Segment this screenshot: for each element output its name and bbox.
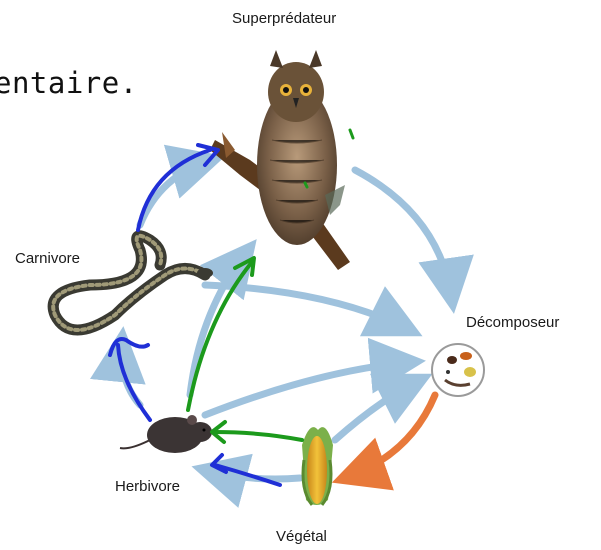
green-arrow-corn-to-mouse (214, 432, 302, 440)
arrow-decomposer-to-plant (345, 395, 435, 478)
arrow-corn-to-decomposer (335, 380, 420, 440)
node-label-decomposer: Décomposeur (466, 314, 559, 331)
node-label-herbivore: Herbivore (115, 478, 180, 495)
node-label-apex-predator: Superprédateur (232, 10, 336, 27)
arrow-owl-to-decomposer (355, 170, 452, 300)
node-label-carnivore: Carnivore (15, 250, 80, 267)
arrow-snake-to-decomposer (205, 285, 410, 330)
node-label-plant: Végétal (276, 528, 327, 545)
owl-icon (210, 50, 350, 270)
mouse-icon (120, 415, 212, 453)
corn-icon (302, 427, 333, 505)
decomposer-icon (432, 344, 484, 396)
